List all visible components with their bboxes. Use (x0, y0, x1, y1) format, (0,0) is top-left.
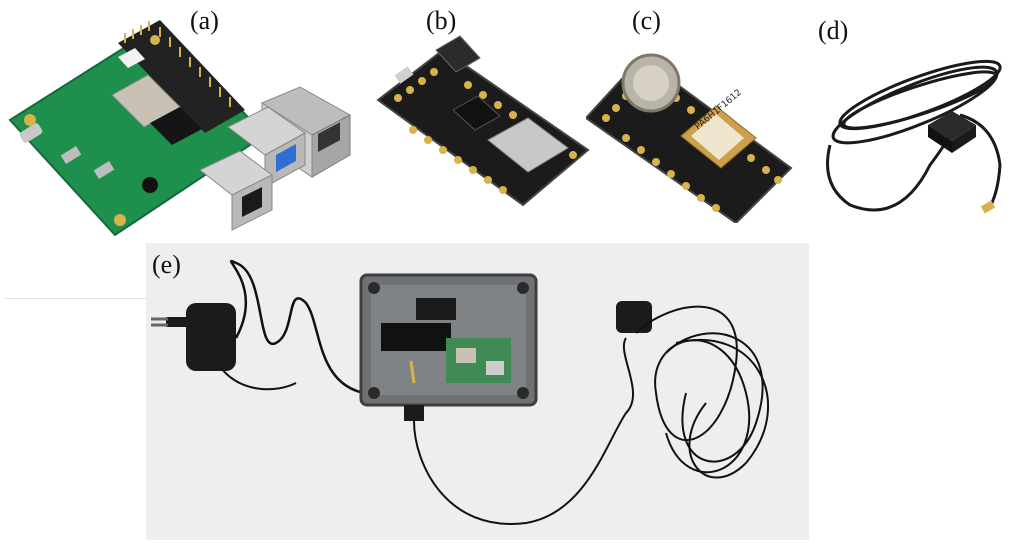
assembled-system-photo (146, 243, 809, 540)
gps-antenna-puck (616, 301, 652, 333)
feather-board-image (368, 30, 598, 215)
gps-antenna-image (810, 45, 1020, 225)
separator-line (5, 298, 147, 299)
enclosure-box (359, 273, 538, 407)
panel-label-c: (c) (632, 6, 661, 35)
panel-label-e: (e) (152, 250, 181, 279)
raspberry-pi-board-image (0, 15, 360, 240)
gps-featherwing-image: PA6H1F1612 (586, 38, 796, 223)
usb-ports (199, 106, 306, 231)
panel-label-a: (a) (190, 6, 219, 35)
cable-gland (404, 405, 424, 421)
power-adapter (151, 303, 236, 371)
panel-label-b: (b) (426, 6, 457, 35)
panel-label-d: (d) (818, 16, 849, 45)
gpio-header (118, 20, 245, 133)
